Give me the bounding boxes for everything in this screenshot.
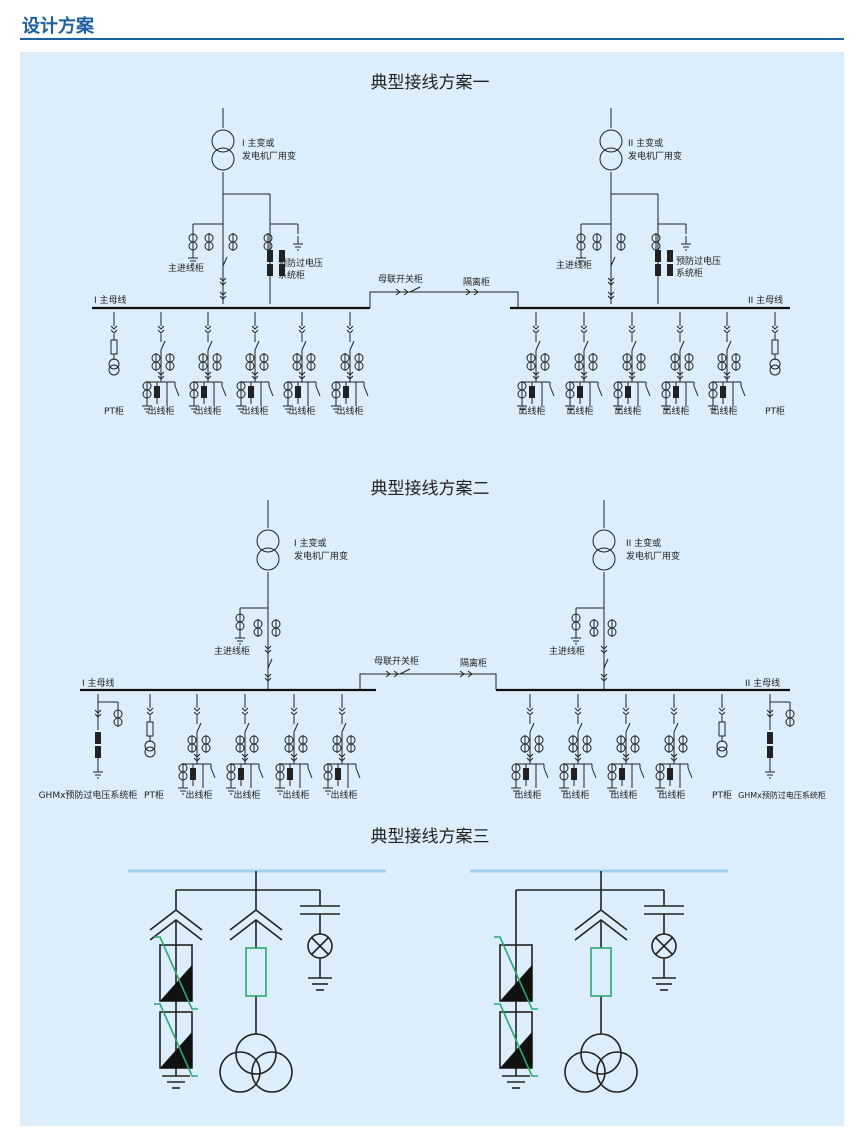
- outgoing-label-2b: 出线柜: [233, 789, 260, 801]
- bus-left-label-1: I 主母线: [94, 294, 127, 306]
- scheme-3: 典型接线方案三: [128, 827, 728, 1093]
- outgoing-label-1g: 出线柜: [566, 405, 593, 417]
- ovp-label-right-2: 系统柜: [676, 267, 703, 279]
- fuse-left-3: [245, 947, 267, 997]
- scheme-1: 典型接线方案一 I 主变或 发电机厂用变 主进线柜 预防过电压 系统柜 I 主母…: [92, 73, 790, 417]
- outgoing-label-1e: 出线柜: [336, 405, 363, 417]
- transformer-left-1: [211, 129, 235, 171]
- ovp-label-left-1: 预防过电压: [278, 257, 323, 269]
- ghmx-label-right: GHMx预防过电压系统柜: [738, 790, 826, 800]
- feeder-left-2d: [323, 694, 360, 794]
- pt-cabinet-right-1: [770, 312, 780, 375]
- outgoing-label-2e: 出线柜: [514, 789, 541, 801]
- bus-left-label-2: I 主母线: [82, 677, 115, 689]
- scheme-2: 典型接线方案二 I 主变或 发电机厂用变 主进线柜 I 主母线 母联开关柜 隔离…: [39, 479, 826, 801]
- bus-right-label-2: II 主母线: [745, 677, 780, 689]
- bus-right-label-1: II 主母线: [748, 294, 783, 306]
- feeder-right-2d: [655, 694, 692, 794]
- outgoing-label-2a: 出线柜: [185, 789, 212, 801]
- outgoing-label-1h: 出线柜: [614, 405, 641, 417]
- feeder-right-1b: [565, 312, 602, 412]
- outgoing-label-1j: 出线柜: [710, 405, 737, 417]
- pt-label-left-2: PT柜: [144, 789, 164, 801]
- transformer-left-2: [256, 529, 280, 571]
- pt-label-right-2: PT柜: [712, 789, 732, 801]
- bus-tie-label-2: 母联开关柜: [374, 655, 419, 667]
- outgoing-label-2g: 出线柜: [610, 789, 637, 801]
- ovp-label-right-1: 预防过电压: [676, 255, 721, 267]
- tr-right-label-2: 发电机厂用变: [628, 150, 682, 162]
- incoming-cabinet-right: [576, 194, 625, 304]
- pt-label-left-1: PT柜: [104, 405, 124, 417]
- transformer-right-1: [599, 129, 623, 171]
- tr-right-label-1: II 主变或: [628, 137, 663, 149]
- ovp-cabinet-left: [264, 194, 303, 304]
- transformer-right-2: [592, 529, 616, 571]
- outgoing-label-2f: 出线柜: [562, 789, 589, 801]
- tr-right-label-2a: II 主变或: [626, 537, 661, 549]
- tr-right-label-2b: 发电机厂用变: [626, 550, 680, 562]
- outgoing-label-1d: 出线柜: [288, 405, 315, 417]
- outgoing-label-2d: 出线柜: [330, 789, 357, 801]
- incoming-cabinet-left: [188, 194, 237, 304]
- outgoing-label-1b: 出线柜: [194, 405, 221, 417]
- bus-tie-line-2: [359, 673, 497, 690]
- page-title: 设计方案: [22, 16, 94, 37]
- diagram-panel: [20, 52, 844, 1126]
- ovp-cabinet-right: [652, 194, 691, 304]
- outgoing-label-2c: 出线柜: [282, 789, 309, 801]
- pt-label-right-1: PT柜: [765, 405, 785, 417]
- feeder-right-1a: [517, 312, 554, 412]
- feeder-right-1e: [708, 312, 745, 412]
- bus-tie-line-1: [369, 291, 519, 308]
- bus-tie-label-1: 母联开关柜: [378, 273, 423, 285]
- feeder-left-1b: [189, 312, 226, 412]
- isolation-label-1: 隔离柜: [463, 276, 490, 288]
- feeder-left-2c: [275, 694, 312, 794]
- outgoing-label-1i: 出线柜: [662, 405, 689, 417]
- tr-left-label-2: 发电机厂用变: [242, 150, 296, 162]
- scheme-2-title: 典型接线方案二: [371, 479, 490, 499]
- outgoing-label-1f: 出线柜: [518, 405, 545, 417]
- isolation-label-2: 隔离柜: [460, 657, 487, 669]
- incoming-label-left: 主进线柜: [168, 262, 204, 274]
- ovp-label-left-2: 系统柜: [278, 269, 305, 281]
- feeder-left-1a: [142, 312, 179, 412]
- feeder-left-2a: [178, 694, 215, 794]
- feeder-left-1e: [331, 312, 368, 412]
- outgoing-label-1c: 出线柜: [241, 405, 268, 417]
- incoming-label-2r: 主进线柜: [549, 645, 585, 657]
- scheme-1-title: 典型接线方案一: [371, 73, 490, 93]
- fuse-right-3: [590, 947, 612, 997]
- pt-cabinet-left-2: [145, 694, 155, 757]
- feeder-right-2b: [559, 694, 596, 794]
- feeder-right-2c: [607, 694, 644, 794]
- tr-left-label-2a: I 主变或: [294, 537, 327, 549]
- outgoing-label-2h: 出线柜: [658, 789, 685, 801]
- scheme-3-title: 典型接线方案三: [371, 827, 490, 847]
- pt-cabinet-right-2: [717, 694, 727, 757]
- outgoing-label-1a: 出线柜: [147, 405, 174, 417]
- transformer-left-3a: [235, 1033, 277, 1075]
- transformer-right-3a: [580, 1033, 622, 1075]
- feeder-left-1d: [283, 312, 320, 412]
- tr-left-label-2b: 发电机厂用变: [294, 550, 348, 562]
- incoming-label-right: 主进线柜: [556, 259, 592, 271]
- feeder-left-2b: [226, 694, 263, 794]
- incoming-label-2l: 主进线柜: [214, 645, 250, 657]
- feeder-right-2a: [511, 694, 548, 794]
- ghmx-cabinet-right: [764, 694, 795, 779]
- title-rule: [20, 38, 844, 40]
- feeder-right-1c: [613, 312, 650, 412]
- feeder-left-1c: [236, 312, 273, 412]
- feeder-right-1d: [661, 312, 698, 412]
- pt-cabinet-left-1: [109, 312, 119, 375]
- ghmx-label-left: GHMx预防过电压系统柜: [39, 789, 138, 801]
- ghmx-cabinet-left: [92, 694, 123, 779]
- tr-left-label-1: I 主变或: [242, 137, 275, 149]
